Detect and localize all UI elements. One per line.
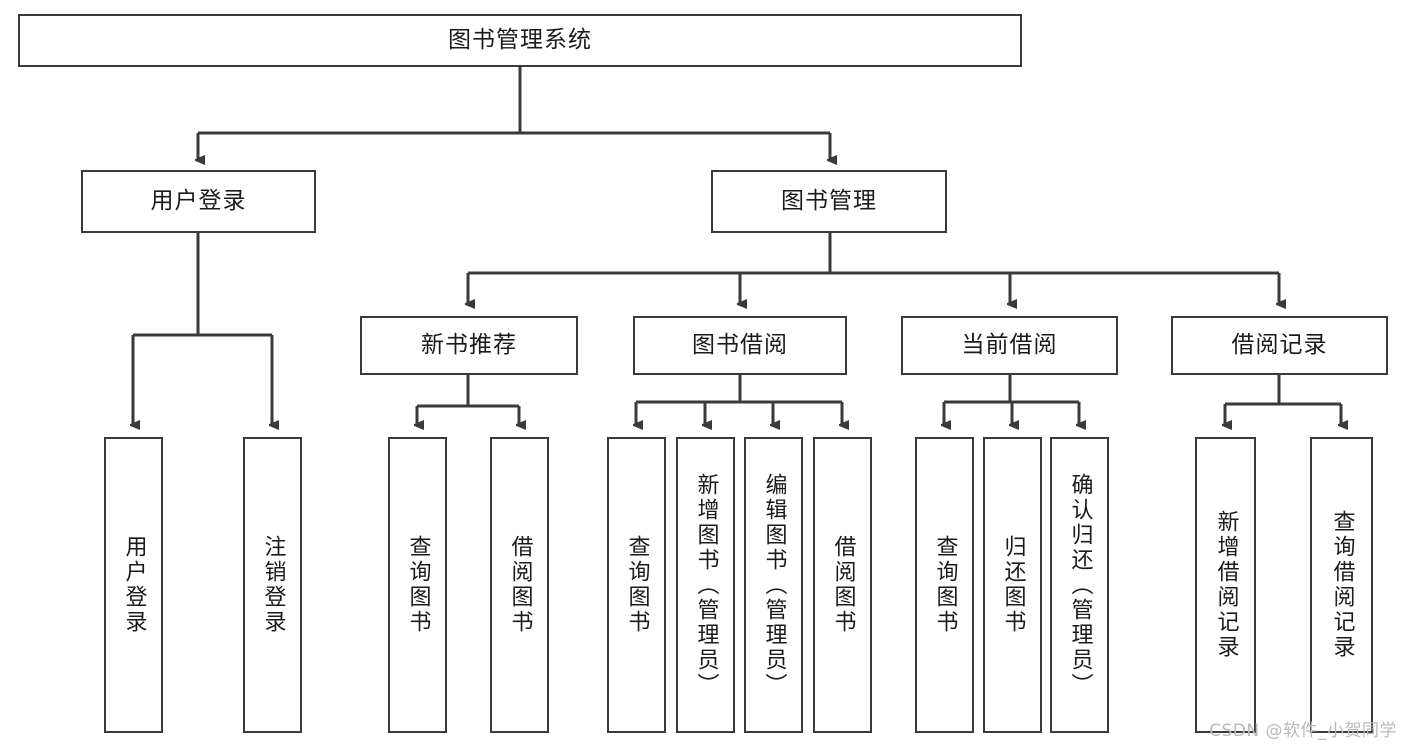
leaf-borrow-book-2[interactable]: 借阅图书 <box>813 437 872 733</box>
leaf-add-book-label: 新增图书（管理员） <box>693 472 719 698</box>
node-book-manage[interactable]: 图书管理 <box>711 170 947 233</box>
leaf-borrow-book-1-label: 借阅图书 <box>507 535 533 635</box>
leaf-borrow-book-2-label: 借阅图书 <box>830 535 856 635</box>
node-root-label: 图书管理系统 <box>448 26 592 53</box>
leaf-edit-book[interactable]: 编辑图书（管理员） <box>744 437 803 733</box>
leaf-logout-login[interactable]: 注销登录 <box>243 437 302 733</box>
leaf-confirm-return-label: 确认归还（管理员） <box>1067 472 1093 698</box>
node-borrow-record-label: 借阅记录 <box>1231 331 1328 358</box>
leaf-confirm-return[interactable]: 确认归还（管理员） <box>1050 437 1109 733</box>
leaf-user-login-label: 用户登录 <box>121 535 147 635</box>
leaf-add-record-label: 新增借阅记录 <box>1213 510 1239 660</box>
leaf-query-book-3[interactable]: 查询图书 <box>915 437 974 733</box>
node-user-login-label: 用户登录 <box>150 187 247 214</box>
node-new-book-recommend-label: 新书推荐 <box>421 331 517 358</box>
leaf-edit-book-label: 编辑图书（管理员） <box>761 472 787 698</box>
leaf-query-book-2[interactable]: 查询图书 <box>607 437 666 733</box>
node-user-login[interactable]: 用户登录 <box>81 170 316 233</box>
leaf-add-record[interactable]: 新增借阅记录 <box>1195 437 1256 733</box>
node-current-borrow[interactable]: 当前借阅 <box>901 316 1118 375</box>
leaf-query-record-label: 查询借阅记录 <box>1329 510 1355 660</box>
leaf-query-book-1[interactable]: 查询图书 <box>388 437 447 733</box>
node-book-borrow[interactable]: 图书借阅 <box>633 316 847 375</box>
leaf-logout-login-label: 注销登录 <box>260 535 286 635</box>
leaf-add-book[interactable]: 新增图书（管理员） <box>676 437 735 733</box>
leaf-query-book-1-label: 查询图书 <box>405 535 431 635</box>
leaf-return-book-label: 归还图书 <box>1000 535 1026 635</box>
node-current-borrow-label: 当前借阅 <box>961 331 1058 358</box>
node-root[interactable]: 图书管理系统 <box>18 14 1022 67</box>
leaf-borrow-book-1[interactable]: 借阅图书 <box>490 437 549 733</box>
node-book-manage-label: 图书管理 <box>781 187 877 214</box>
node-borrow-record[interactable]: 借阅记录 <box>1171 316 1388 375</box>
leaf-query-book-2-label: 查询图书 <box>624 535 650 635</box>
watermark-text: CSDN @软件_小贺同学 <box>1209 721 1397 741</box>
node-new-book-recommend[interactable]: 新书推荐 <box>360 316 578 375</box>
leaf-query-record[interactable]: 查询借阅记录 <box>1310 437 1373 733</box>
leaf-query-book-3-label: 查询图书 <box>932 535 958 635</box>
node-book-borrow-label: 图书借阅 <box>692 331 788 358</box>
leaf-user-login[interactable]: 用户登录 <box>104 437 163 733</box>
leaf-return-book[interactable]: 归还图书 <box>983 437 1042 733</box>
